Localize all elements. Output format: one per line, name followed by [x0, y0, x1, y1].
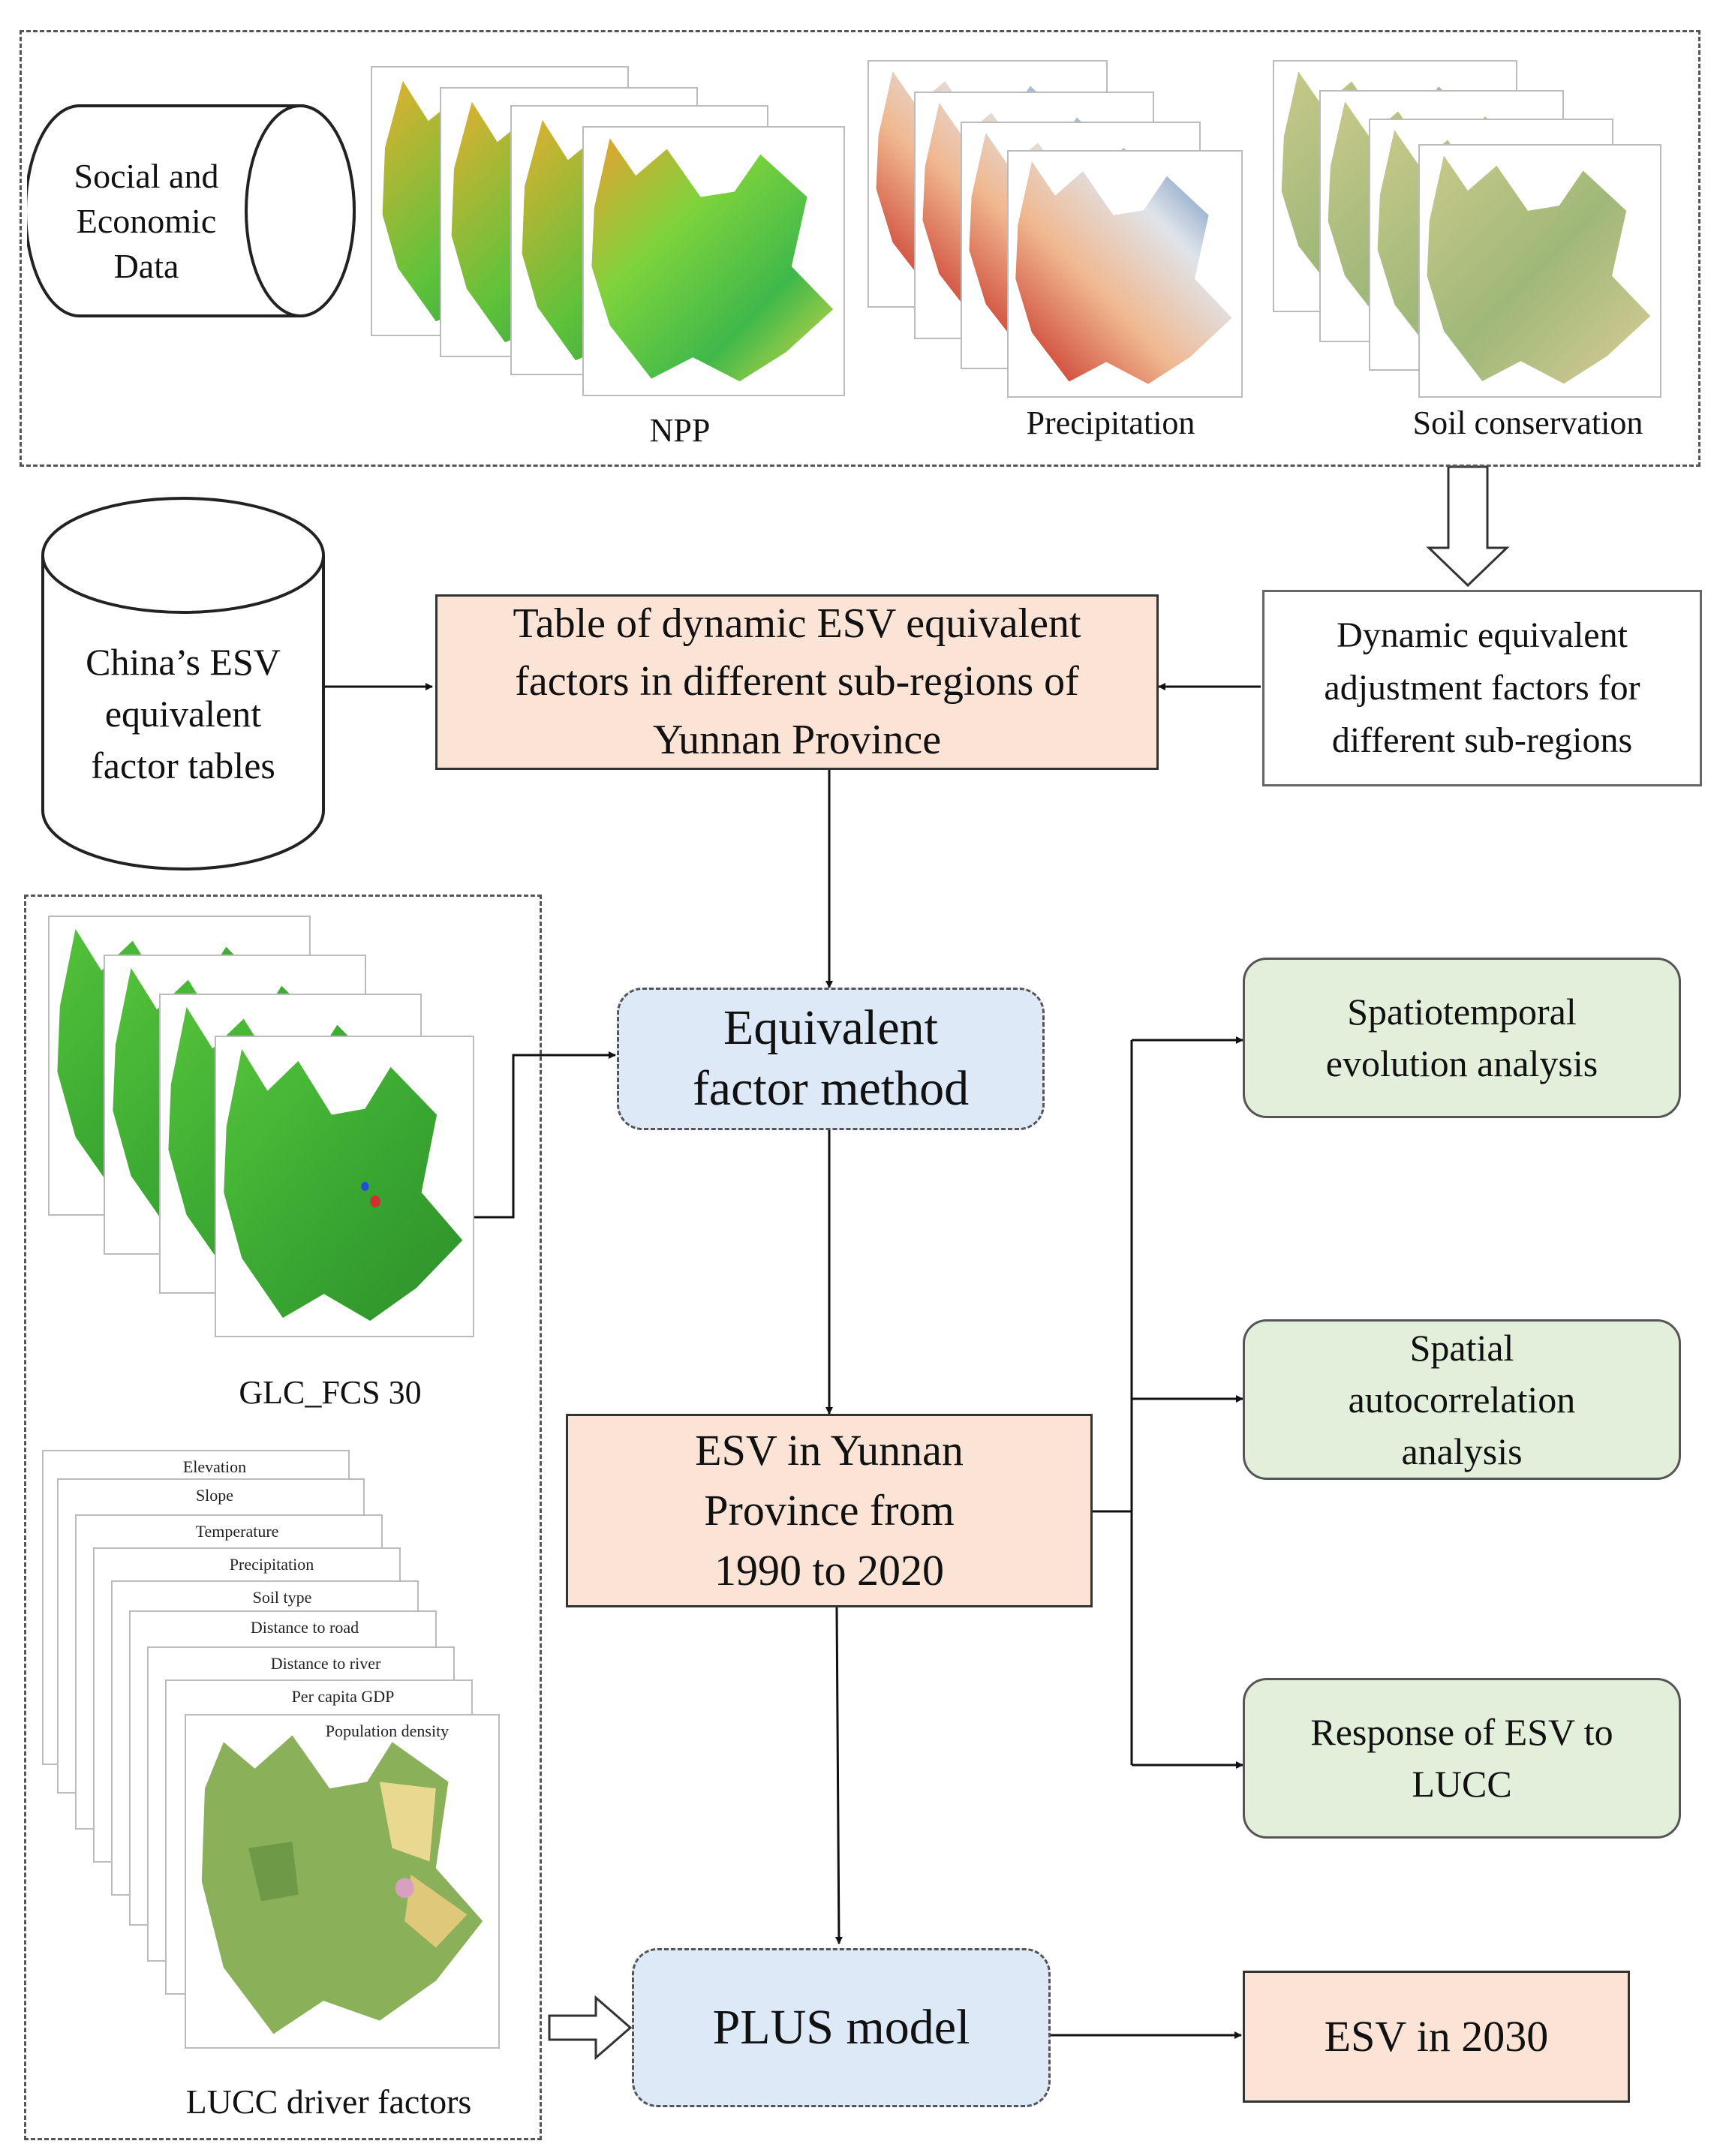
esv-1990-2020-box: ESV in Yunnan Province from 1990 to 2020 — [566, 1414, 1093, 1607]
social-economic-database — [24, 104, 357, 318]
block-arrow-down — [1426, 465, 1510, 588]
social-economic-label: Social and Economic Data — [74, 157, 219, 285]
glc-label: GLC_FCS 30 — [239, 1374, 422, 1411]
adjustment-factors-box: Dynamic equivalent adjustment factors fo… — [1262, 590, 1702, 786]
esv-2030-box: ESV in 2030 — [1243, 1971, 1630, 2103]
plus-model-box: PLUS model — [632, 1948, 1051, 2107]
factor-label: Temperature — [195, 1522, 279, 1541]
block-arrow-right — [548, 1995, 633, 2061]
factor-label: Population density — [325, 1721, 450, 1740]
china-esv-database — [41, 495, 326, 871]
database-cylinder-icon — [41, 497, 325, 871]
database-cylinder-icon — [24, 104, 356, 317]
soil-conservation-label: Soil conservation — [1412, 404, 1643, 441]
land-use-panel — [24, 895, 542, 2140]
factor-label: Distance to river — [270, 1654, 381, 1673]
precipitation-map — [1007, 150, 1243, 398]
input-data-panel — [20, 30, 1700, 467]
npp-map — [582, 126, 845, 396]
factor-label: Soil type — [252, 1588, 312, 1607]
precipitation-label: Precipitation — [1026, 404, 1195, 441]
china-esv-label: China’s ESV equivalent factor tables — [86, 640, 281, 786]
npp-map-stack — [371, 66, 845, 396]
factor-map — [185, 1714, 500, 2049]
factor-label: Per capita GDP — [291, 1687, 395, 1706]
factor-label: Elevation — [182, 1457, 247, 1476]
soil-conservation-map — [1418, 144, 1661, 398]
glc-map — [215, 1036, 474, 1337]
spatiotemporal-evolution-box: Spatiotemporal evolution analysis — [1243, 958, 1681, 1118]
factor-label: Slope — [195, 1486, 234, 1505]
factor-label: Precipitation — [229, 1555, 314, 1574]
precipitation-map-stack — [868, 60, 1243, 398]
lucc-driver-label: LUCC driver factors — [185, 2082, 472, 2121]
response-of-esv-box: Response of ESV to LUCC — [1243, 1678, 1681, 1839]
npp-label: NPP — [649, 412, 711, 449]
spatial-autocorrelation-box: Spatial autocorrelation analysis — [1243, 1319, 1681, 1480]
equivalent-factor-method-box: Equivalent factor method — [617, 988, 1045, 1130]
table-of-dynamic-esv-box: Table of dynamic ESV equivalent factors … — [435, 594, 1159, 770]
lucc-factor-stack: Elevation Slope Temperature Precipitatio… — [42, 1450, 500, 2050]
factor-label: Distance to road — [250, 1618, 359, 1637]
soil-conservation-map-stack — [1273, 60, 1666, 398]
glc-map-stack — [48, 916, 476, 1343]
